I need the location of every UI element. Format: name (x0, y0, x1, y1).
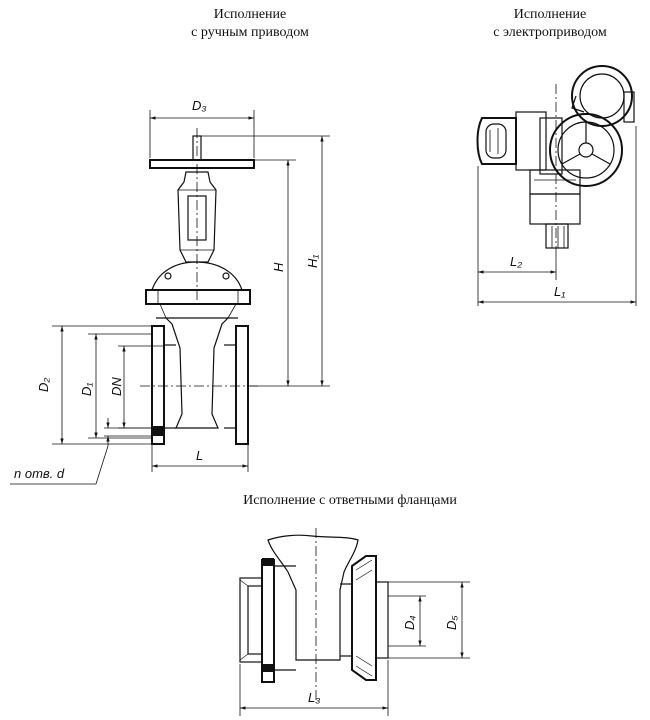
caption-manual-line-1: Исполнение (213, 7, 287, 22)
mating-flange-left (261, 559, 275, 683)
electric-handwheel (549, 113, 623, 187)
dim-l2-label: L₂ (510, 254, 522, 269)
drive-lower-housing (529, 193, 581, 225)
flange-left (151, 325, 165, 445)
dim-dn-label: DN (109, 377, 124, 396)
dim-d3-label: D₃ (192, 98, 207, 113)
motor-flange (515, 111, 547, 171)
dim-d1-label: D₁ (79, 383, 94, 397)
manual-drive-valve: D₃ H H₁ D₂ D₁ DN L (10, 98, 330, 485)
dim-h1-label: H₁ (305, 255, 320, 269)
section-body (267, 534, 359, 661)
motor-housing (476, 117, 517, 165)
bonnet-flange (145, 289, 251, 305)
caption-electric-line-2: с электроприводом (493, 25, 607, 40)
dim-l-label: L (196, 448, 203, 463)
upper-ring (571, 65, 633, 127)
caption-manual-line-2: с ручным приводом (191, 25, 309, 40)
gear-box (539, 117, 563, 175)
electric-drive-valve: L₂ L₁ (476, 65, 637, 306)
cable-gland (545, 223, 569, 249)
dim-d4-label: D₄ (402, 615, 417, 630)
dim-l1-label: L₁ (554, 284, 565, 299)
left-pipe-stub (239, 577, 263, 663)
mating-flange-right (351, 555, 377, 681)
caption-mating-flanges: Исполнение с ответными фланцами (243, 493, 457, 508)
dim-h-label: H (271, 262, 286, 272)
yoke (177, 171, 217, 263)
handwheel (149, 159, 255, 169)
dim-d5-label: D₅ (444, 615, 459, 630)
flange-right (235, 325, 249, 445)
dim-l3-label: L₃ (308, 690, 320, 705)
caption-electric-line-1: Исполнение (513, 7, 587, 22)
dim-holes-label: n отв. d (14, 466, 65, 481)
mating-flanges-valve: D₄ D₅ L₃ (239, 528, 470, 716)
caption-electric-drive: Исполнение с электроприводом (445, 6, 650, 42)
yoke-window (187, 195, 207, 241)
dim-d2-label: D₂ (36, 378, 51, 392)
right-pipe-stub (375, 581, 389, 659)
caption-manual-drive: Исполнение с ручным приводом (150, 6, 350, 42)
side-lug (623, 91, 635, 123)
bolt-hole-section (152, 426, 164, 436)
valve-body (164, 317, 230, 429)
